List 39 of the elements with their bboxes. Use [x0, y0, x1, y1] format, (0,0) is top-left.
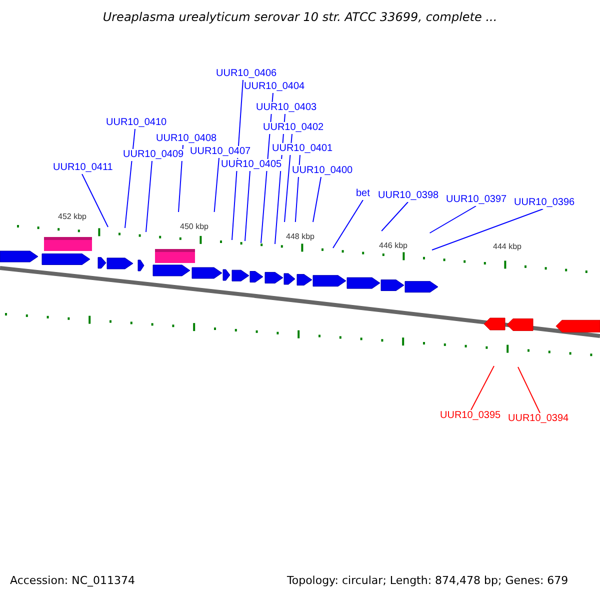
leader-line: [284, 134, 292, 222]
accession-text: Accession: NC_011374: [10, 575, 136, 587]
leader-line: [312, 176, 322, 222]
leader-line: [381, 202, 408, 232]
gene-label: UUR10_0395: [440, 410, 501, 422]
leader-line: [470, 366, 494, 410]
gene-label: UUR10_0406: [216, 68, 277, 80]
leader-line: [124, 128, 136, 228]
gene-label: UUR10_0402: [263, 122, 324, 134]
leader-line: [432, 208, 544, 250]
gene-label: UUR10_0397: [446, 194, 507, 206]
leader-line: [214, 158, 220, 212]
scale-label: 446 kbp: [379, 241, 408, 250]
scale-label: 448 kbp: [286, 232, 314, 241]
gene-label: UUR10_0401: [272, 143, 333, 155]
leader-line: [518, 366, 540, 414]
leader-line: [332, 200, 364, 248]
gene-label: UUR10_0408: [156, 133, 217, 145]
leader-line: [429, 206, 476, 234]
gene-label: UUR10_0407: [190, 146, 251, 158]
gene-label: bet: [356, 188, 370, 200]
gene-label: UUR10_0398: [378, 190, 439, 202]
scale-label: 444 kbp: [493, 242, 522, 251]
gene-label: UUR10_0403: [256, 102, 317, 114]
leader-line: [82, 174, 108, 228]
gene-label: UUR10_0394: [508, 413, 569, 425]
genome-summary-text: Topology: circular; Length: 874,478 bp; Genes: 679: [287, 575, 568, 587]
gene-label: UUR10_0411: [53, 162, 113, 174]
title: Ureaplasma urealyticum serovar 10 str. ATCC 33699, complete ...: [102, 11, 498, 23]
gene-label: UUR10_0409: [123, 149, 184, 161]
gene-label: UUR10_0405: [221, 159, 282, 171]
leader-line: [244, 170, 250, 242]
gene-label: UUR10_0404: [244, 81, 305, 93]
leader-line: [146, 160, 152, 232]
gene-label: UUR10_0396: [514, 197, 575, 209]
gene-label: UUR10_0400: [292, 165, 353, 177]
scale-label: 450 kbp: [180, 222, 208, 231]
gene-label: UUR10_0410: [106, 117, 167, 129]
scale-label: 452 kbp: [58, 212, 86, 221]
